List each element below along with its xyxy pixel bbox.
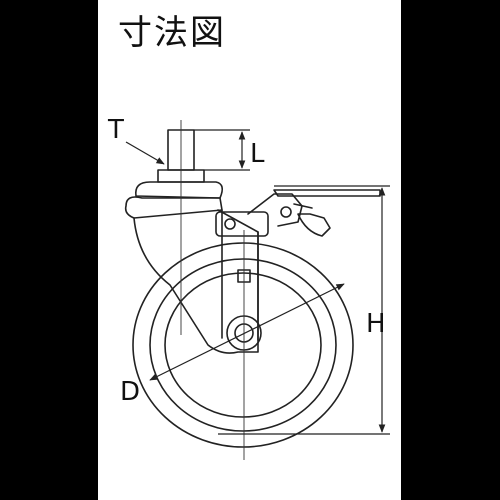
swivel-housing	[124, 196, 223, 219]
diagram-title: 寸法図	[118, 13, 226, 53]
brake-link	[247, 193, 303, 227]
label-L: L	[250, 139, 265, 169]
caster-dimension-drawing: T L H D	[107, 115, 390, 460]
dim-T-leader	[125, 141, 165, 165]
brake-pivot	[224, 218, 236, 230]
wheel-outer	[132, 242, 354, 448]
dim-D-arrow	[149, 283, 345, 381]
label-T: T	[107, 115, 124, 145]
wheel-rim	[149, 258, 337, 432]
label-H: H	[366, 309, 386, 339]
brake-pedal	[273, 189, 381, 197]
swivel-plate	[134, 181, 224, 199]
wheel-tread-inner	[164, 272, 322, 418]
brake-bracket	[215, 211, 269, 237]
brake-lever-knob	[297, 213, 331, 237]
label-D: D	[120, 377, 140, 407]
